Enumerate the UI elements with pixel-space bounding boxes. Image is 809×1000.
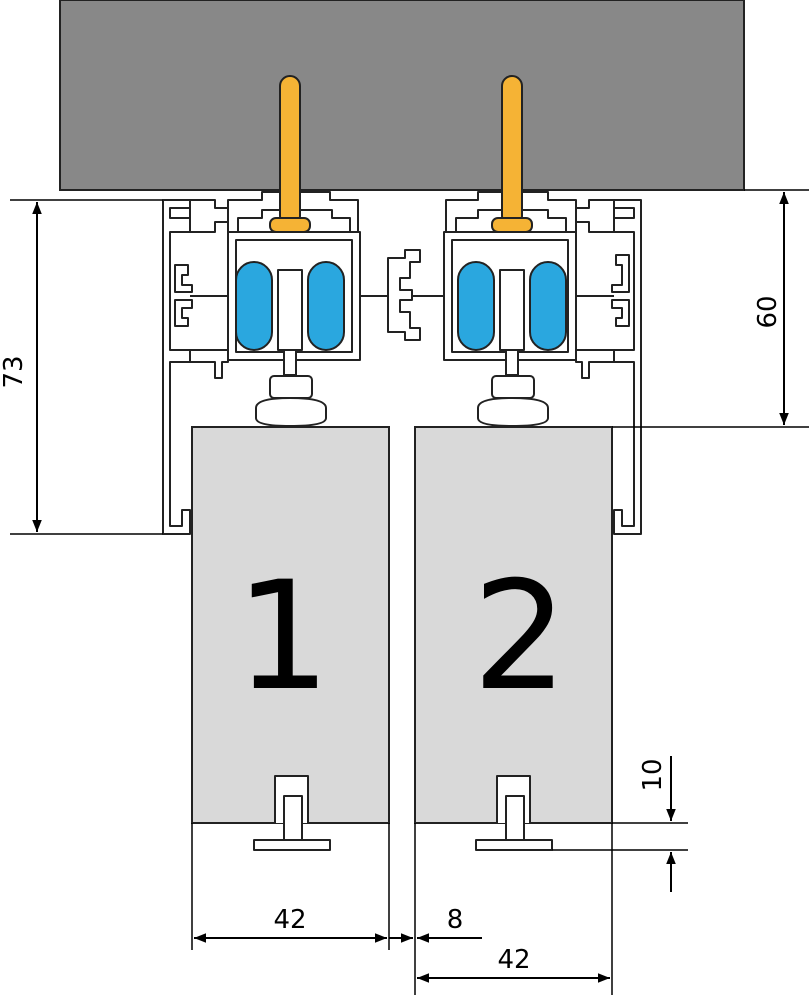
ceiling-block <box>59 0 745 191</box>
dim-label-panel1-width: 42 <box>273 905 306 935</box>
door-panel-1 <box>191 426 390 824</box>
panel-2-number: 2 <box>472 550 567 724</box>
dim-label-track-height: 60 <box>753 295 783 328</box>
outer-frame-left <box>162 199 238 535</box>
roller-icon <box>529 261 567 351</box>
panel-1-number: 1 <box>235 550 330 724</box>
dim-label-overall-height: 73 <box>0 355 29 388</box>
dim-label-gap: 8 <box>447 905 464 935</box>
center-connector <box>387 249 446 341</box>
roller-icon <box>457 261 495 351</box>
dim-label-panel2-width: 42 <box>497 945 530 975</box>
floor-guide-1 <box>253 775 331 851</box>
outer-frame-right <box>566 199 642 535</box>
screw-icon <box>279 75 301 227</box>
dim-label-guide-height: 10 <box>638 758 668 791</box>
screw-icon <box>501 75 523 227</box>
trolley-right <box>457 75 567 427</box>
roller-icon <box>307 261 345 351</box>
floor-guide-2 <box>475 775 553 851</box>
roller-icon <box>235 261 273 351</box>
trolley-left <box>235 75 345 427</box>
